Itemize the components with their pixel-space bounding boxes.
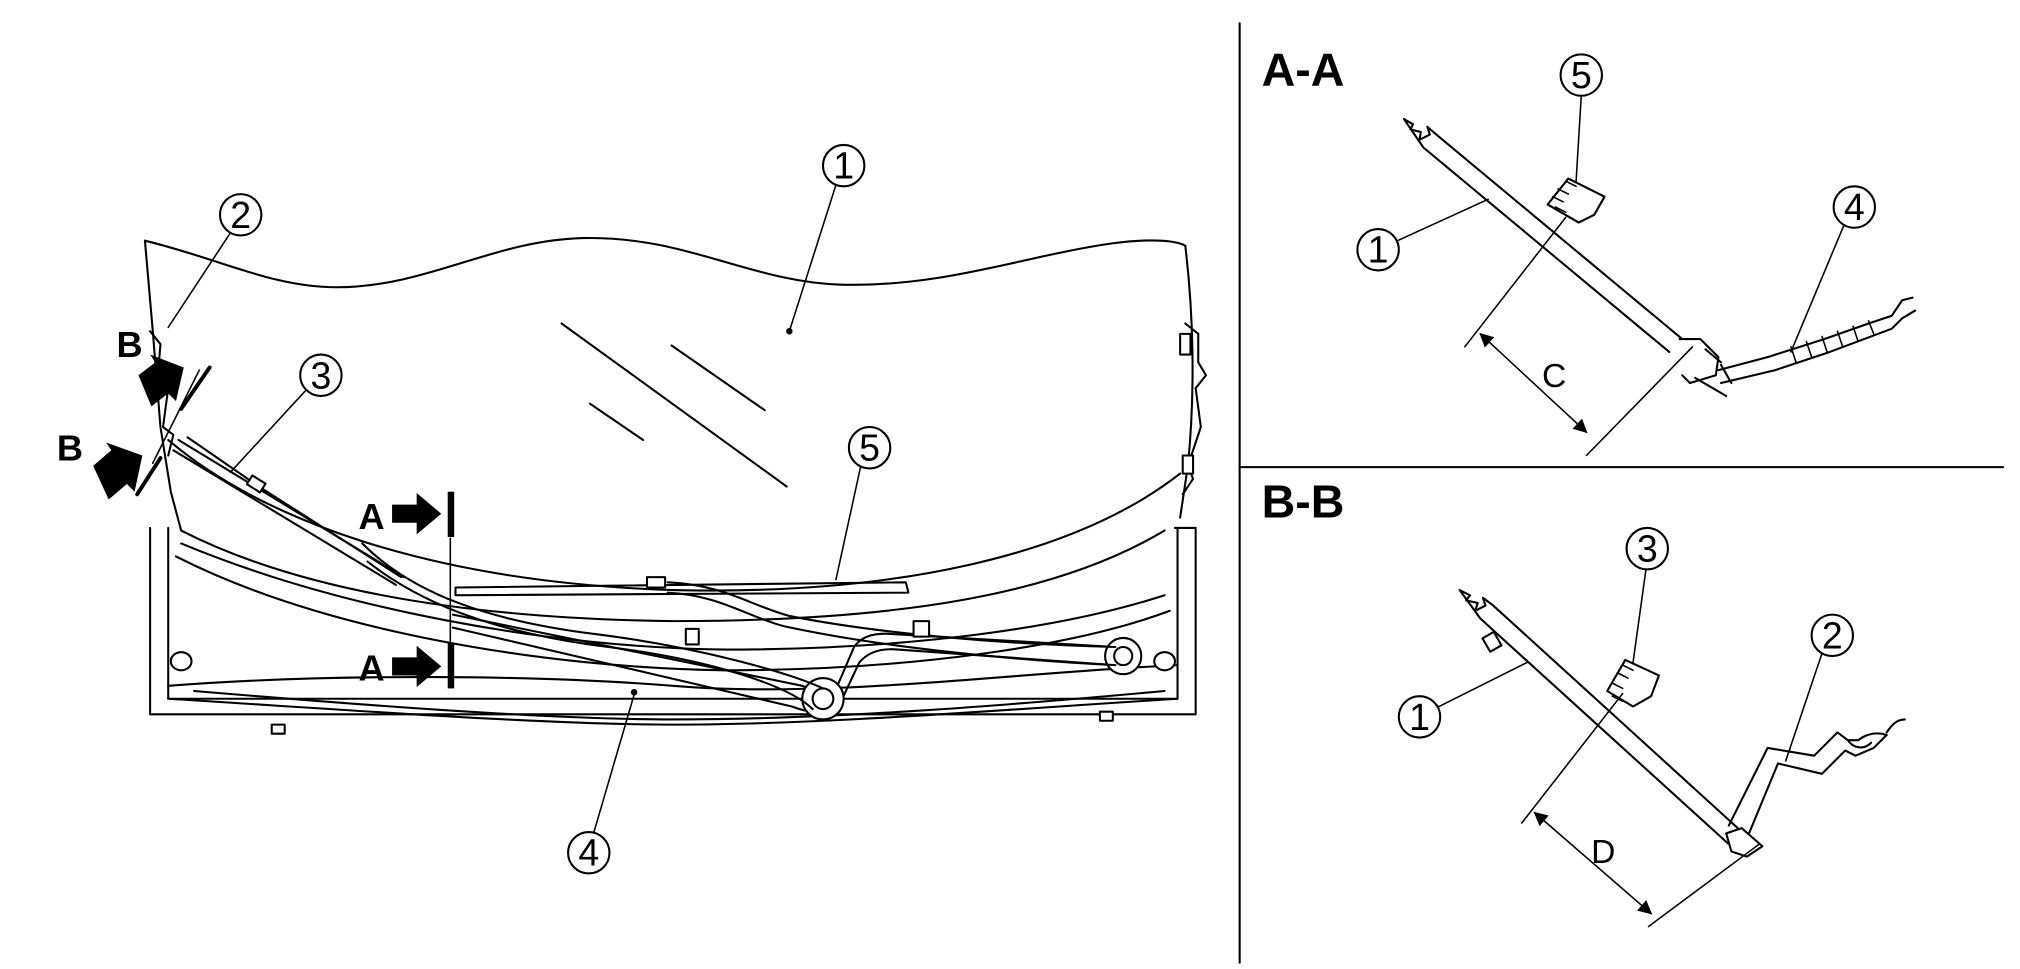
svg-text:1: 1 <box>1409 696 1430 738</box>
aa-callout-5: 5 <box>1559 53 1604 182</box>
callout-1-main: 1 <box>786 143 866 335</box>
section-b-label-upper: B <box>116 324 142 365</box>
section-bb-title: B-B <box>1262 476 1345 528</box>
bb-wiper-blade <box>1606 658 1660 708</box>
svg-text:5: 5 <box>1571 54 1592 96</box>
section-b-label-lower: B <box>57 428 83 469</box>
svg-text:2: 2 <box>230 194 251 236</box>
section-a-marker-upper: A <box>358 491 455 537</box>
section-a-label-upper: A <box>358 496 384 537</box>
section-a-marker-lower: A <box>358 643 455 689</box>
aa-wiper-blade <box>1546 177 1606 224</box>
aa-callout-1: 1 <box>1356 198 1489 272</box>
section-b-arrow-lower-icon <box>93 442 143 500</box>
aa-windshield-glass <box>1402 118 1684 354</box>
section-b-marker-lower: B <box>57 428 163 500</box>
bb-glass-clip <box>1481 630 1503 653</box>
aa-callout-4: 4 <box>1790 185 1877 353</box>
cowl-side-brackets <box>149 322 1208 496</box>
svg-text:3: 3 <box>1637 528 1658 570</box>
svg-text:2: 2 <box>1822 614 1843 656</box>
section-b-marker-upper: B <box>116 324 212 411</box>
svg-text:4: 4 <box>1844 186 1865 228</box>
svg-text:4: 4 <box>578 832 599 874</box>
dimension-d-label: D <box>1591 834 1615 871</box>
bb-callout-2: 2 <box>1784 613 1855 762</box>
svg-text:1: 1 <box>833 145 854 187</box>
section-a-arrow-upper-icon <box>392 493 442 535</box>
section-b-arrow-upper-icon <box>138 354 184 407</box>
section-a-arrow-lower-icon <box>392 645 442 688</box>
aa-cowl-top <box>1678 296 1917 397</box>
left-wiper-arm <box>172 436 825 711</box>
windshield-outline <box>143 237 1194 623</box>
wiper-linkage <box>451 613 1143 721</box>
glass-reflection-lines <box>560 322 788 488</box>
callout-2-main: 2 <box>167 193 263 329</box>
svg-text:5: 5 <box>859 427 880 469</box>
aa-dimension-c: C <box>1464 216 1694 457</box>
callout-3-main: 3 <box>229 353 343 474</box>
callout-5-main: 5 <box>835 425 892 581</box>
main-view: A A B B 1 2 <box>57 143 1208 875</box>
section-aa-view: A-A C 5 1 <box>1262 43 1917 457</box>
bb-windshield-glass <box>1458 589 1754 850</box>
bb-dimension-d: D <box>1520 692 1761 928</box>
bb-callout-1: 1 <box>1397 661 1528 739</box>
svg-text:3: 3 <box>310 354 331 396</box>
bb-cowl-seal <box>1725 718 1906 858</box>
bb-callout-3: 3 <box>1625 526 1670 664</box>
section-bb-view: B-B D 3 <box>1262 476 1906 928</box>
section-a-label-lower: A <box>358 648 384 689</box>
section-aa-title: A-A <box>1262 43 1345 95</box>
callout-4-main: 4 <box>567 689 638 875</box>
section-b-cut-line <box>151 369 201 465</box>
right-wiper-arm <box>454 576 1117 667</box>
cowl-top-panel <box>149 526 1197 735</box>
dimension-c-label: C <box>1542 358 1566 395</box>
svg-text:1: 1 <box>1368 229 1389 271</box>
